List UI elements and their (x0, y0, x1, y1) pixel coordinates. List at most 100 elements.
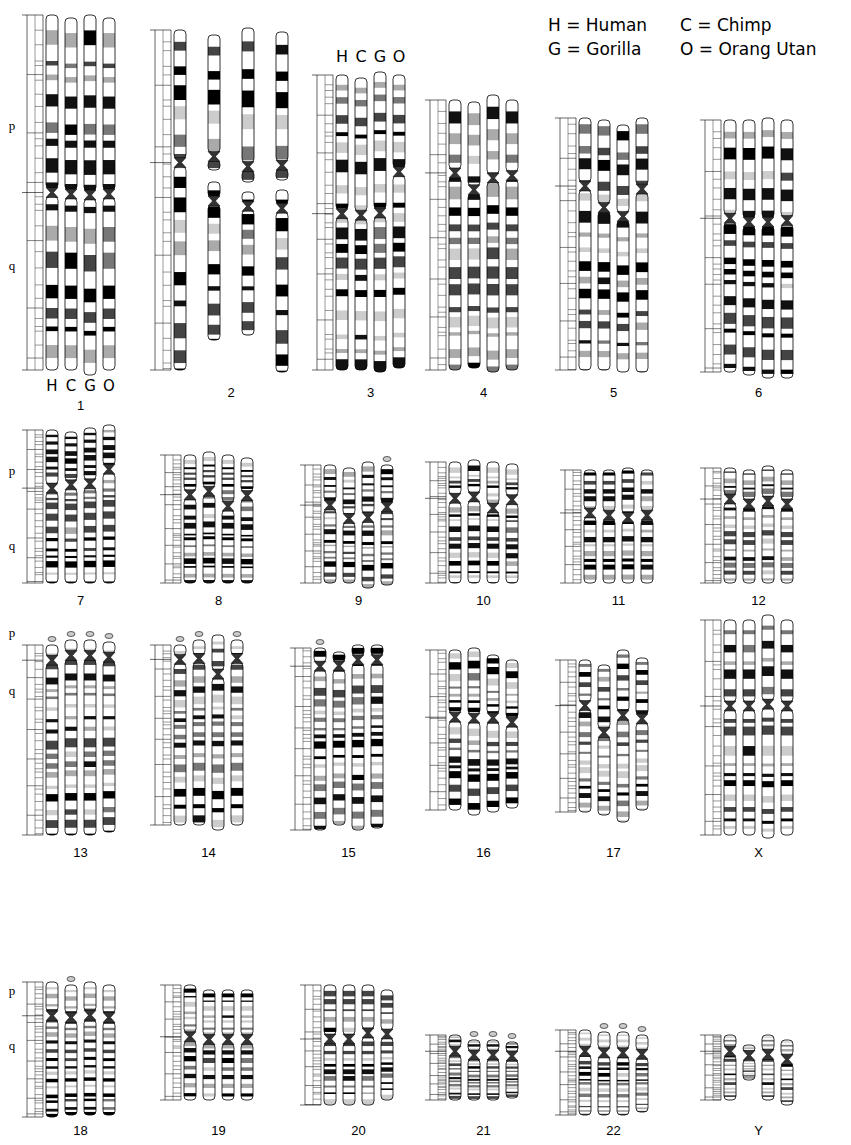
ruler-tick (430, 573, 446, 574)
chromosome-band (781, 243, 793, 249)
arm-outline (355, 78, 367, 211)
chromosome-band (598, 248, 610, 253)
chromosome-band (449, 349, 461, 358)
chromosome-band (743, 271, 755, 277)
ruler-tick (573, 574, 581, 575)
chromosome-band (762, 260, 774, 267)
chromosome-band (603, 530, 615, 533)
ruler-tick (325, 352, 333, 353)
ruler-tick (163, 742, 171, 743)
chromosome-band (636, 262, 648, 272)
ruler-tick (22, 660, 43, 661)
chromosome-arm (724, 120, 736, 214)
chromosome-band (636, 342, 648, 345)
ruler-tick (163, 153, 171, 154)
chromosome-band (46, 503, 58, 510)
chromosome-band (641, 565, 653, 570)
centromere (103, 652, 115, 662)
chromosome-band (46, 472, 58, 476)
arm-ground (84, 428, 96, 480)
arm-outline (579, 118, 591, 182)
chromosome-band (65, 286, 77, 299)
chromosome-band (203, 475, 215, 477)
arm-ground (174, 645, 186, 655)
ruler-tick (325, 97, 333, 98)
chromosome-band (449, 553, 461, 558)
arm-ground (781, 120, 793, 217)
chromosome-band (781, 517, 793, 520)
ruler-tick (300, 465, 321, 466)
chromosome-band (314, 741, 326, 748)
chromosome-band (343, 472, 355, 477)
arm-outline (193, 663, 205, 826)
chromosome-band (212, 764, 224, 772)
chromosome-band (487, 107, 499, 119)
chromosome-band (487, 318, 499, 329)
ruler-tick (573, 569, 581, 570)
ruler-tick (713, 344, 721, 345)
ruler-tick (27, 74, 43, 75)
chromosome-band (362, 504, 374, 506)
ruler-tick (700, 120, 721, 121)
ruler-tick (438, 462, 439, 583)
ruler-tick (713, 472, 721, 473)
chromosome-band (506, 332, 518, 335)
ruler-tick (163, 285, 171, 286)
centromere (324, 500, 336, 510)
arm-ground (84, 488, 96, 583)
chromosome-band (393, 203, 405, 208)
ruler-tick (713, 531, 721, 532)
ruler-tick (173, 490, 181, 491)
chromosome-band (212, 820, 224, 827)
ruler-tick (35, 827, 43, 828)
arm-ground (336, 218, 348, 370)
ruler-tick (438, 144, 446, 145)
centromere (381, 502, 393, 512)
chromosome-band (242, 114, 254, 129)
chromosome-arm (393, 75, 405, 168)
chromosome-band (46, 697, 58, 700)
ruler-tick (438, 565, 446, 566)
chromosome-band (103, 760, 115, 766)
chromosome-band (46, 754, 58, 759)
chromosome-band (724, 563, 736, 568)
chromosome-band (374, 203, 386, 208)
arm-ground (203, 495, 215, 583)
chromosome-band (598, 262, 610, 272)
ruler-tick (173, 500, 181, 501)
ruler-tick (35, 44, 43, 45)
chromosome-band (103, 286, 115, 299)
chromosome-band (184, 534, 196, 536)
ruler-tick (163, 164, 171, 165)
chromosome-band (362, 531, 374, 536)
ruler-tick (303, 829, 311, 830)
chromosome-band (241, 538, 253, 541)
chromosome-band (468, 561, 480, 566)
chromosome-band (781, 173, 793, 181)
centromere (781, 499, 793, 509)
chromosome-arm (355, 78, 367, 211)
chromosome-arm (65, 489, 77, 583)
chromosome-band (46, 786, 58, 789)
chromosome-band (355, 229, 367, 241)
chromosome-band (241, 470, 253, 472)
ruler-tick (325, 208, 333, 209)
arm-outline (324, 465, 336, 501)
chromosome-band (65, 437, 77, 439)
ruler-tick (700, 499, 721, 500)
band-ruler (425, 462, 446, 583)
ruler-tick (27, 449, 43, 450)
chromosome-band (174, 755, 186, 759)
chromosome-band (276, 330, 288, 344)
ruler-tick (27, 677, 43, 678)
chromosome-band (84, 30, 96, 45)
ruler-tick (573, 544, 581, 545)
centromere (242, 201, 254, 211)
arm-outline (393, 176, 405, 368)
ruler-tick (317, 115, 333, 116)
ruler-tick (173, 469, 181, 470)
chromatid (208, 35, 220, 170)
chromosome-band (193, 732, 205, 737)
chromosome-arm (242, 210, 254, 335)
ruler-tick (163, 106, 171, 107)
